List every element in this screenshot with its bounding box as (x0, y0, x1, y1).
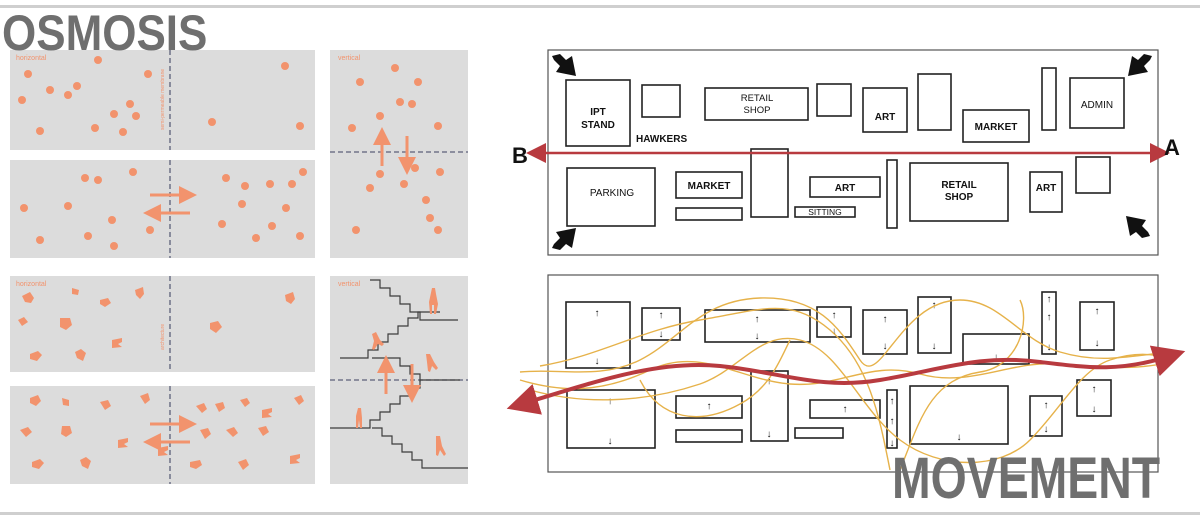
horizontal-figures-panel-top: horizontal architecture (10, 276, 315, 372)
art-bottom-label: ART (835, 183, 856, 194)
svg-text:↑: ↑ (1095, 306, 1100, 317)
main-flow-curve (506, 345, 1186, 415)
point-a-label: A (1164, 135, 1180, 160)
svg-text:↑: ↑ (755, 314, 760, 325)
horizontal-dots-panel-top: horizontal semi-permeable membrane (10, 50, 315, 150)
parking-label: PARKING (590, 188, 634, 199)
hawkers-label: HAWKERS (636, 134, 687, 145)
svg-text:↑: ↑ (883, 314, 888, 325)
svg-text:↓: ↓ (932, 341, 937, 352)
vertical-exchange-arrows (373, 127, 416, 175)
ipt-stand-label-1: IPT (590, 107, 606, 118)
svg-text:↓: ↓ (659, 329, 664, 340)
market-top-label: MARKET (975, 122, 1018, 133)
market-bottom-label: MARKET (688, 181, 731, 192)
vertical-label-1: vertical (338, 55, 361, 62)
svg-text:↓: ↓ (957, 432, 962, 443)
svg-text:↓: ↓ (1092, 404, 1097, 415)
entry-arrows (552, 54, 1152, 250)
exchange-arrows-top (143, 186, 197, 222)
svg-text:↓: ↓ (755, 331, 760, 342)
svg-text:↑: ↑ (832, 310, 837, 321)
admin-label: ADMIN (1081, 100, 1113, 111)
osmosis-title: OSMOSIS (2, 5, 208, 61)
entry-arrow-bottom-right-icon (1126, 216, 1150, 238)
a-b-axis: B A (512, 135, 1180, 168)
horizontal-label-1: horizontal (16, 55, 47, 62)
svg-text:↑: ↑ (890, 396, 895, 407)
svg-text:↓: ↓ (595, 356, 600, 367)
retail-shop-top-label-2: SHOP (744, 105, 771, 116)
point-b-label: B (512, 143, 528, 168)
retail-shop-top-label-1: RETAIL (741, 93, 774, 104)
retail-shop-bottom-label-1: RETAIL (941, 180, 976, 191)
vertical-dots-panel: vertical (330, 50, 468, 258)
svg-text:↓: ↓ (1095, 338, 1100, 349)
svg-text:↓: ↓ (890, 438, 895, 449)
entry-arrow-top-left-icon (552, 54, 576, 76)
svg-text:↑: ↑ (595, 308, 600, 319)
architecture-label: architecture (160, 324, 166, 350)
entry-arrow-bottom-left-icon (552, 228, 576, 250)
vertical-label-2: vertical (338, 281, 361, 288)
horizontal-dots-panel-bottom (10, 160, 315, 258)
particles-bottom (20, 168, 307, 250)
art-top-label: ART (875, 112, 896, 123)
svg-text:↑: ↑ (1047, 294, 1052, 305)
svg-text:↑: ↑ (608, 396, 613, 407)
horizontal-figures-panel-bottom (10, 386, 315, 484)
svg-text:↑: ↑ (707, 401, 712, 412)
zoning-labels: IPT STAND HAWKERS RETAIL SHOP ART MARKET… (581, 93, 1113, 217)
retail-shop-bottom-label-2: SHOP (945, 192, 974, 203)
svg-text:↓: ↓ (608, 436, 613, 447)
movement-plan (547, 274, 1159, 473)
horizontal-label-2: horizontal (16, 281, 47, 288)
svg-text:↓: ↓ (832, 326, 837, 337)
svg-text:↑: ↑ (890, 416, 895, 427)
art-right-label: ART (1036, 183, 1057, 194)
people-figures-bottom (20, 393, 304, 470)
vertical-stairs-panel: vertical (330, 276, 468, 484)
svg-text:↓: ↓ (767, 429, 772, 440)
movement-title: MOVEMENT (892, 446, 1161, 511)
exchange-arrows-bottom (143, 415, 197, 451)
svg-text:↑: ↑ (1044, 400, 1049, 411)
entry-arrow-top-right-icon (1128, 54, 1152, 76)
ipt-stand-label-2: STAND (581, 120, 615, 131)
site-plan-diagram: IPT STAND HAWKERS RETAIL SHOP ART MARKET… (506, 49, 1186, 473)
svg-text:↑: ↑ (1092, 384, 1097, 395)
svg-text:↓: ↓ (883, 341, 888, 352)
climbing-figures (356, 288, 446, 456)
svg-text:↓: ↓ (1044, 424, 1049, 435)
bottom-rule (0, 512, 1200, 515)
stairs-exchange-arrows (377, 355, 421, 403)
people-figures-top (18, 287, 295, 361)
top-rule (0, 5, 1200, 8)
svg-text:↑: ↑ (1047, 312, 1052, 323)
membrane-label: semi-permeable membrane (160, 69, 166, 130)
particles-top (18, 56, 304, 136)
svg-text:↑: ↑ (659, 310, 664, 321)
svg-text:↑: ↑ (843, 404, 848, 415)
osmosis-diagram: horizontal semi-permeable membrane (10, 50, 468, 484)
sitting-label: SITTING (808, 207, 842, 217)
